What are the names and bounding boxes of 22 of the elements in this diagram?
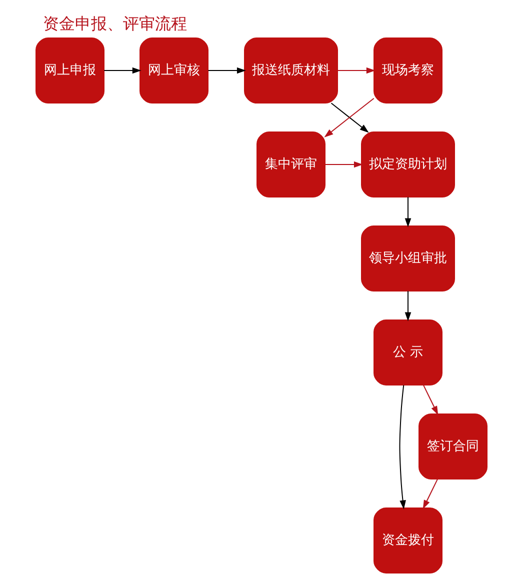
diagram-title: 资金申报、评审流程: [43, 14, 187, 33]
node-box: 现场考察: [374, 38, 442, 104]
arrow: [404, 196, 412, 228]
node-box: 资金拨付: [374, 508, 442, 574]
node-box: 签订合同: [418, 414, 488, 480]
arrow: [208, 67, 246, 74]
arrow: [330, 102, 369, 133]
node-box: 领导小组审批: [361, 226, 455, 292]
node-box: 集中评审: [256, 132, 326, 198]
arrow: [324, 161, 363, 168]
arrow: [324, 98, 374, 138]
arrow: [422, 478, 438, 510]
arrow: [104, 67, 142, 74]
arrow: [404, 290, 412, 322]
node-box: 报送纸质材料: [244, 38, 338, 104]
arrow: [399, 384, 406, 510]
node-box: 网上审核: [140, 38, 208, 104]
node-box: 网上申报: [36, 38, 104, 104]
node-box: 拟定资助计划: [361, 132, 455, 198]
arrow: [337, 67, 376, 74]
arrow: [423, 384, 438, 416]
node-box: 公 示: [374, 320, 442, 386]
